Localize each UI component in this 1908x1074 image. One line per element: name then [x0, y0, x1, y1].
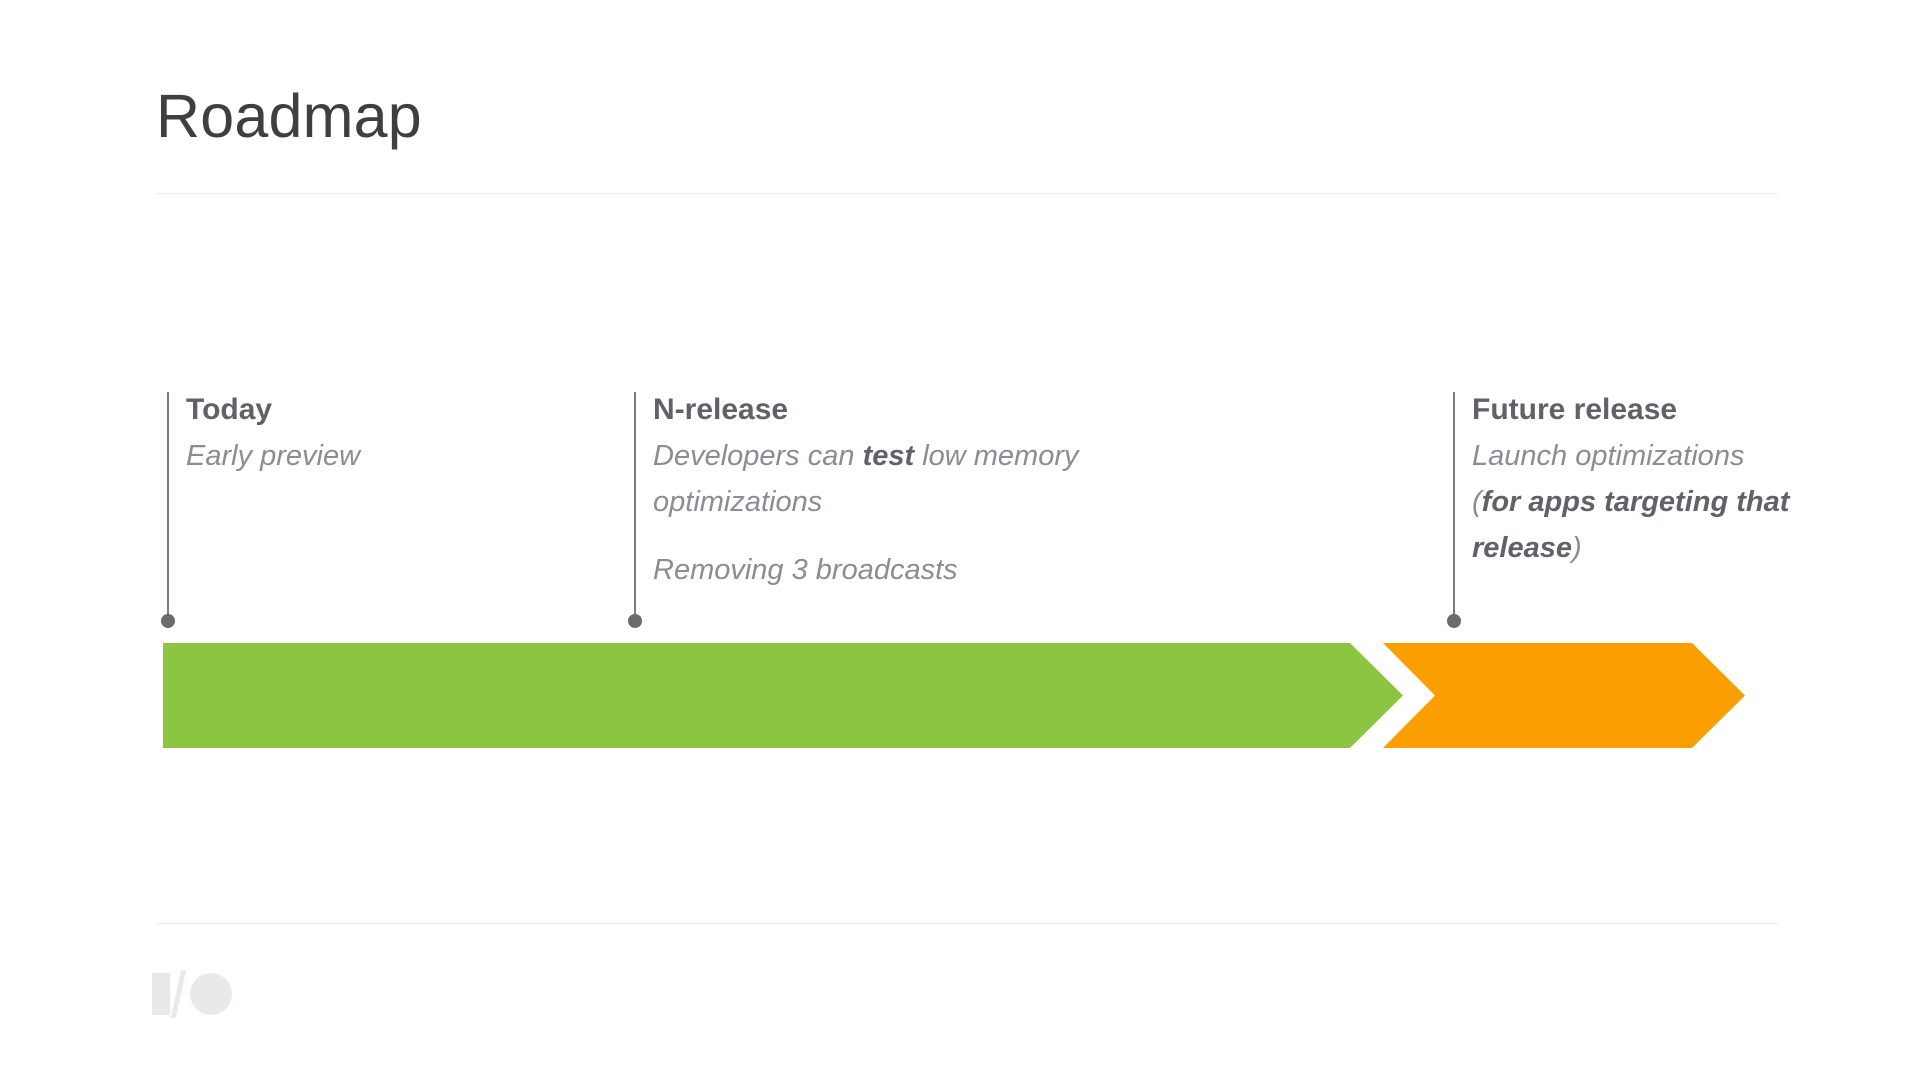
milestone-dot-icon	[161, 614, 175, 628]
milestone-dot-icon	[628, 614, 642, 628]
logo-circle-icon	[190, 973, 232, 1015]
phase-current-chevron	[163, 643, 1403, 748]
milestone-dot-icon	[1447, 614, 1461, 628]
milestone-heading-n-release: N-release	[653, 393, 789, 426]
milestone-detail-nrelease-2: Removing 3 broadcasts	[653, 554, 958, 586]
detail-text-part: (	[1472, 486, 1482, 518]
milestone-stem-icon	[1453, 392, 1455, 620]
detail-text-emphasis: test	[862, 440, 915, 472]
milestone-heading-future-release: Future release	[1472, 393, 1678, 426]
milestone-heading-today: Today	[186, 393, 273, 426]
roadmap-phase-bar	[163, 643, 1748, 748]
milestone-stem-icon	[167, 392, 169, 620]
detail-text-part: low memory optimizations	[653, 440, 1079, 518]
divider-bottom	[156, 923, 1778, 924]
google-io-logo	[152, 970, 238, 1018]
milestone-detail-future-1: Launch optimizations	[1472, 440, 1745, 472]
detail-text-part: Developers can	[653, 440, 863, 472]
milestone-detail-today-1: Early preview	[186, 440, 361, 472]
logo-bar-icon	[152, 973, 170, 1015]
milestone-body: N-release Developers can test low memory…	[653, 391, 1123, 593]
phase-bar-graphic	[163, 643, 1745, 748]
detail-text-emphasis: for apps targeting that release	[1472, 486, 1790, 564]
milestone-detail-nrelease-1: Developers can test low memory optimizat…	[653, 433, 1123, 525]
milestone-stem-icon	[634, 392, 636, 620]
detail-text-part: )	[1572, 532, 1582, 564]
milestone-detail-future-2: (for apps targeting that release)	[1472, 479, 1802, 571]
page-title: Roadmap	[156, 82, 422, 150]
milestone-body: Future release Launch optimizations (for…	[1472, 391, 1802, 571]
divider-top	[156, 193, 1778, 194]
logo-slash-icon	[170, 970, 187, 1018]
milestone-body: Today Early preview	[186, 391, 606, 479]
phase-future-chevron	[1383, 643, 1745, 748]
